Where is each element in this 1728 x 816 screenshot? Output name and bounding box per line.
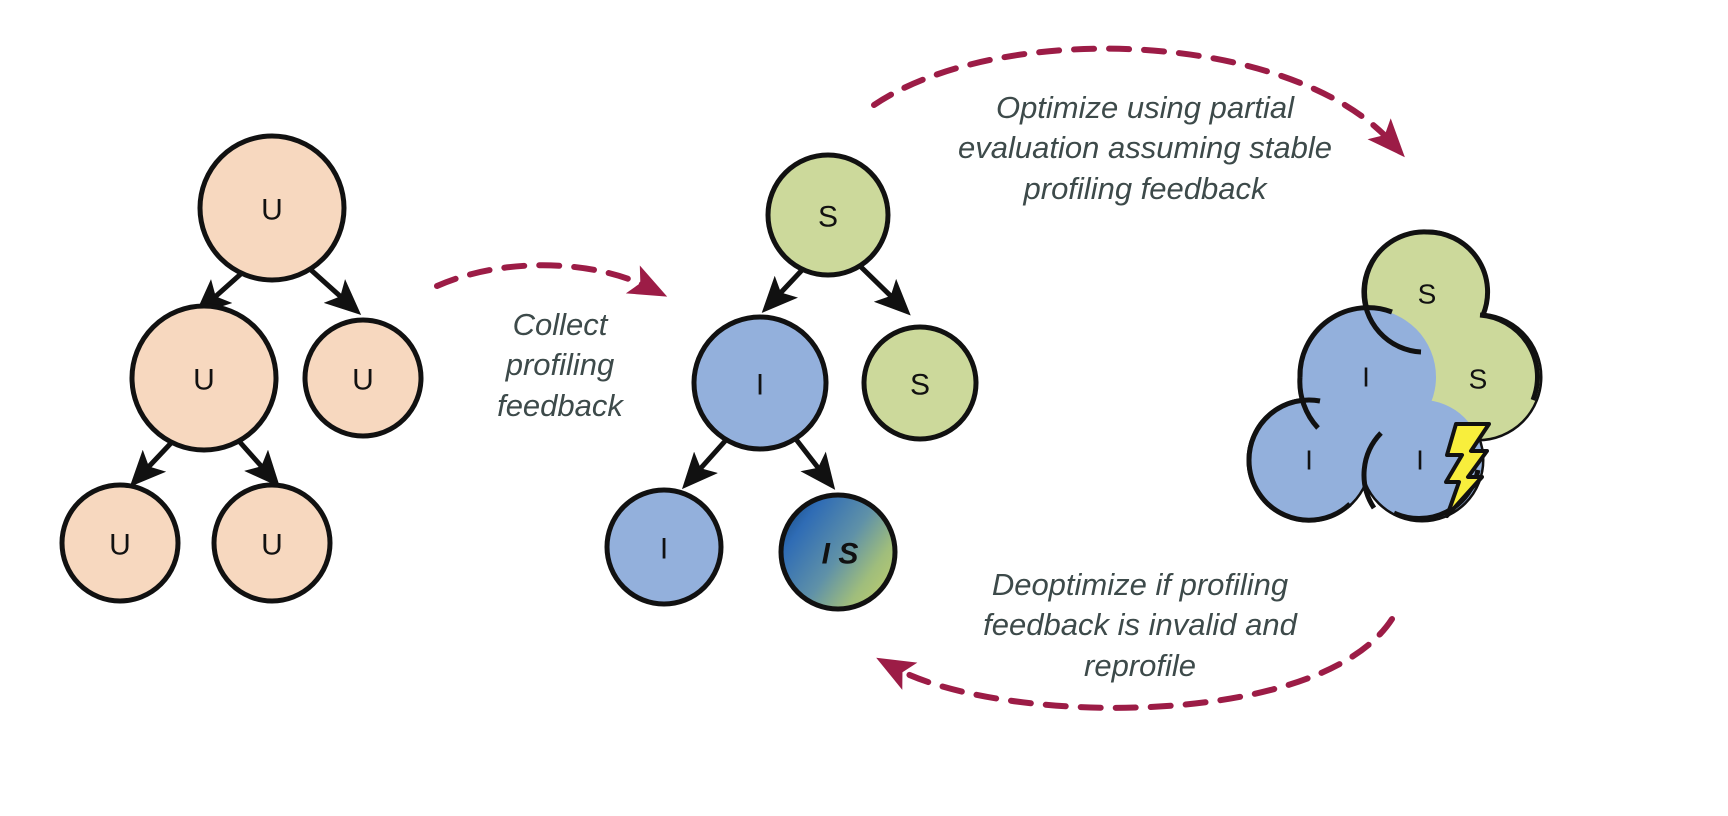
caption-optimize-partial-evaluation: Optimize using partial evaluation assumi… <box>958 90 1332 206</box>
edge-i-to-i <box>681 438 728 490</box>
node-u-root[interactable]: U <box>197 133 347 283</box>
node-is-l2-right-label: I S <box>822 538 859 571</box>
cluster-node-i-right[interactable] <box>1362 400 1482 520</box>
cluster-label-i-left: I <box>1305 445 1313 476</box>
cluster-fills <box>1249 232 1540 520</box>
optimize-partial-evaluation-arrow[interactable] <box>871 45 1405 158</box>
caption-collect-profiling-feedback: Collect profiling feedback <box>497 307 623 423</box>
cluster-node-labels: S S I I I <box>1305 279 1487 476</box>
optimized-cluster-group: S S I I I <box>1246 229 1543 523</box>
node-s-l1-right[interactable]: S <box>861 324 979 442</box>
node-u-root-label: U <box>261 194 283 227</box>
node-s-root[interactable]: S <box>765 152 891 278</box>
edge-s-root-to-s <box>858 264 911 316</box>
caption-deoptimize-reprofile: Deoptimize if profiling feedback is inva… <box>983 567 1297 683</box>
edge-u-root-to-u-right <box>309 268 362 316</box>
edge-i-to-is <box>793 436 836 490</box>
node-i-l2-left-label: I <box>660 533 668 566</box>
edge-u-left-to-u-lr <box>236 438 280 488</box>
node-is-l2-right[interactable]: I S <box>778 492 898 612</box>
cluster-label-i-mid: I <box>1362 362 1370 393</box>
lightning-bolt-icon[interactable] <box>1444 422 1491 518</box>
node-u-l2-left-label: U <box>109 529 131 562</box>
tree-edges-stage2 <box>681 264 911 490</box>
unprofiled-tree-group: U U U U U <box>59 133 424 604</box>
edge-u-root-to-u-left <box>194 270 245 315</box>
cluster-label-s-right: S <box>1469 364 1488 395</box>
cluster-node-i-left[interactable] <box>1249 400 1369 520</box>
cluster-inner-arcs <box>1246 229 1540 523</box>
node-u-l1-left[interactable]: U <box>129 303 279 453</box>
flow-arrows-group <box>434 45 1405 711</box>
node-u-l1-right-label: U <box>352 364 374 397</box>
deoptimize-reprofile-arrow[interactable] <box>876 616 1395 711</box>
edge-s-root-to-i <box>761 267 805 313</box>
node-s-l1-right-label: S <box>910 369 930 402</box>
node-u-l1-right[interactable]: U <box>302 317 424 439</box>
collect-profiling-feedback-arrow[interactable] <box>434 262 668 297</box>
node-u-l1-left-label: U <box>193 364 215 397</box>
cluster-label-s-top: S <box>1418 279 1437 310</box>
node-u-l2-right-label: U <box>261 529 283 562</box>
node-u-l2-right[interactable]: U <box>211 482 333 604</box>
node-i-l1-left[interactable]: I <box>691 314 829 452</box>
node-i-l1-left-label: I <box>756 369 764 402</box>
node-i-l2-left[interactable]: I <box>604 487 724 607</box>
cluster-label-i-right: I <box>1416 445 1424 476</box>
node-u-l2-left[interactable]: U <box>59 482 181 604</box>
tree-edges-stage1 <box>129 268 362 488</box>
edge-u-left-to-u-ll <box>129 440 174 487</box>
node-s-root-label: S <box>818 201 838 234</box>
profiled-tree-group: S I S I I S <box>604 152 979 612</box>
